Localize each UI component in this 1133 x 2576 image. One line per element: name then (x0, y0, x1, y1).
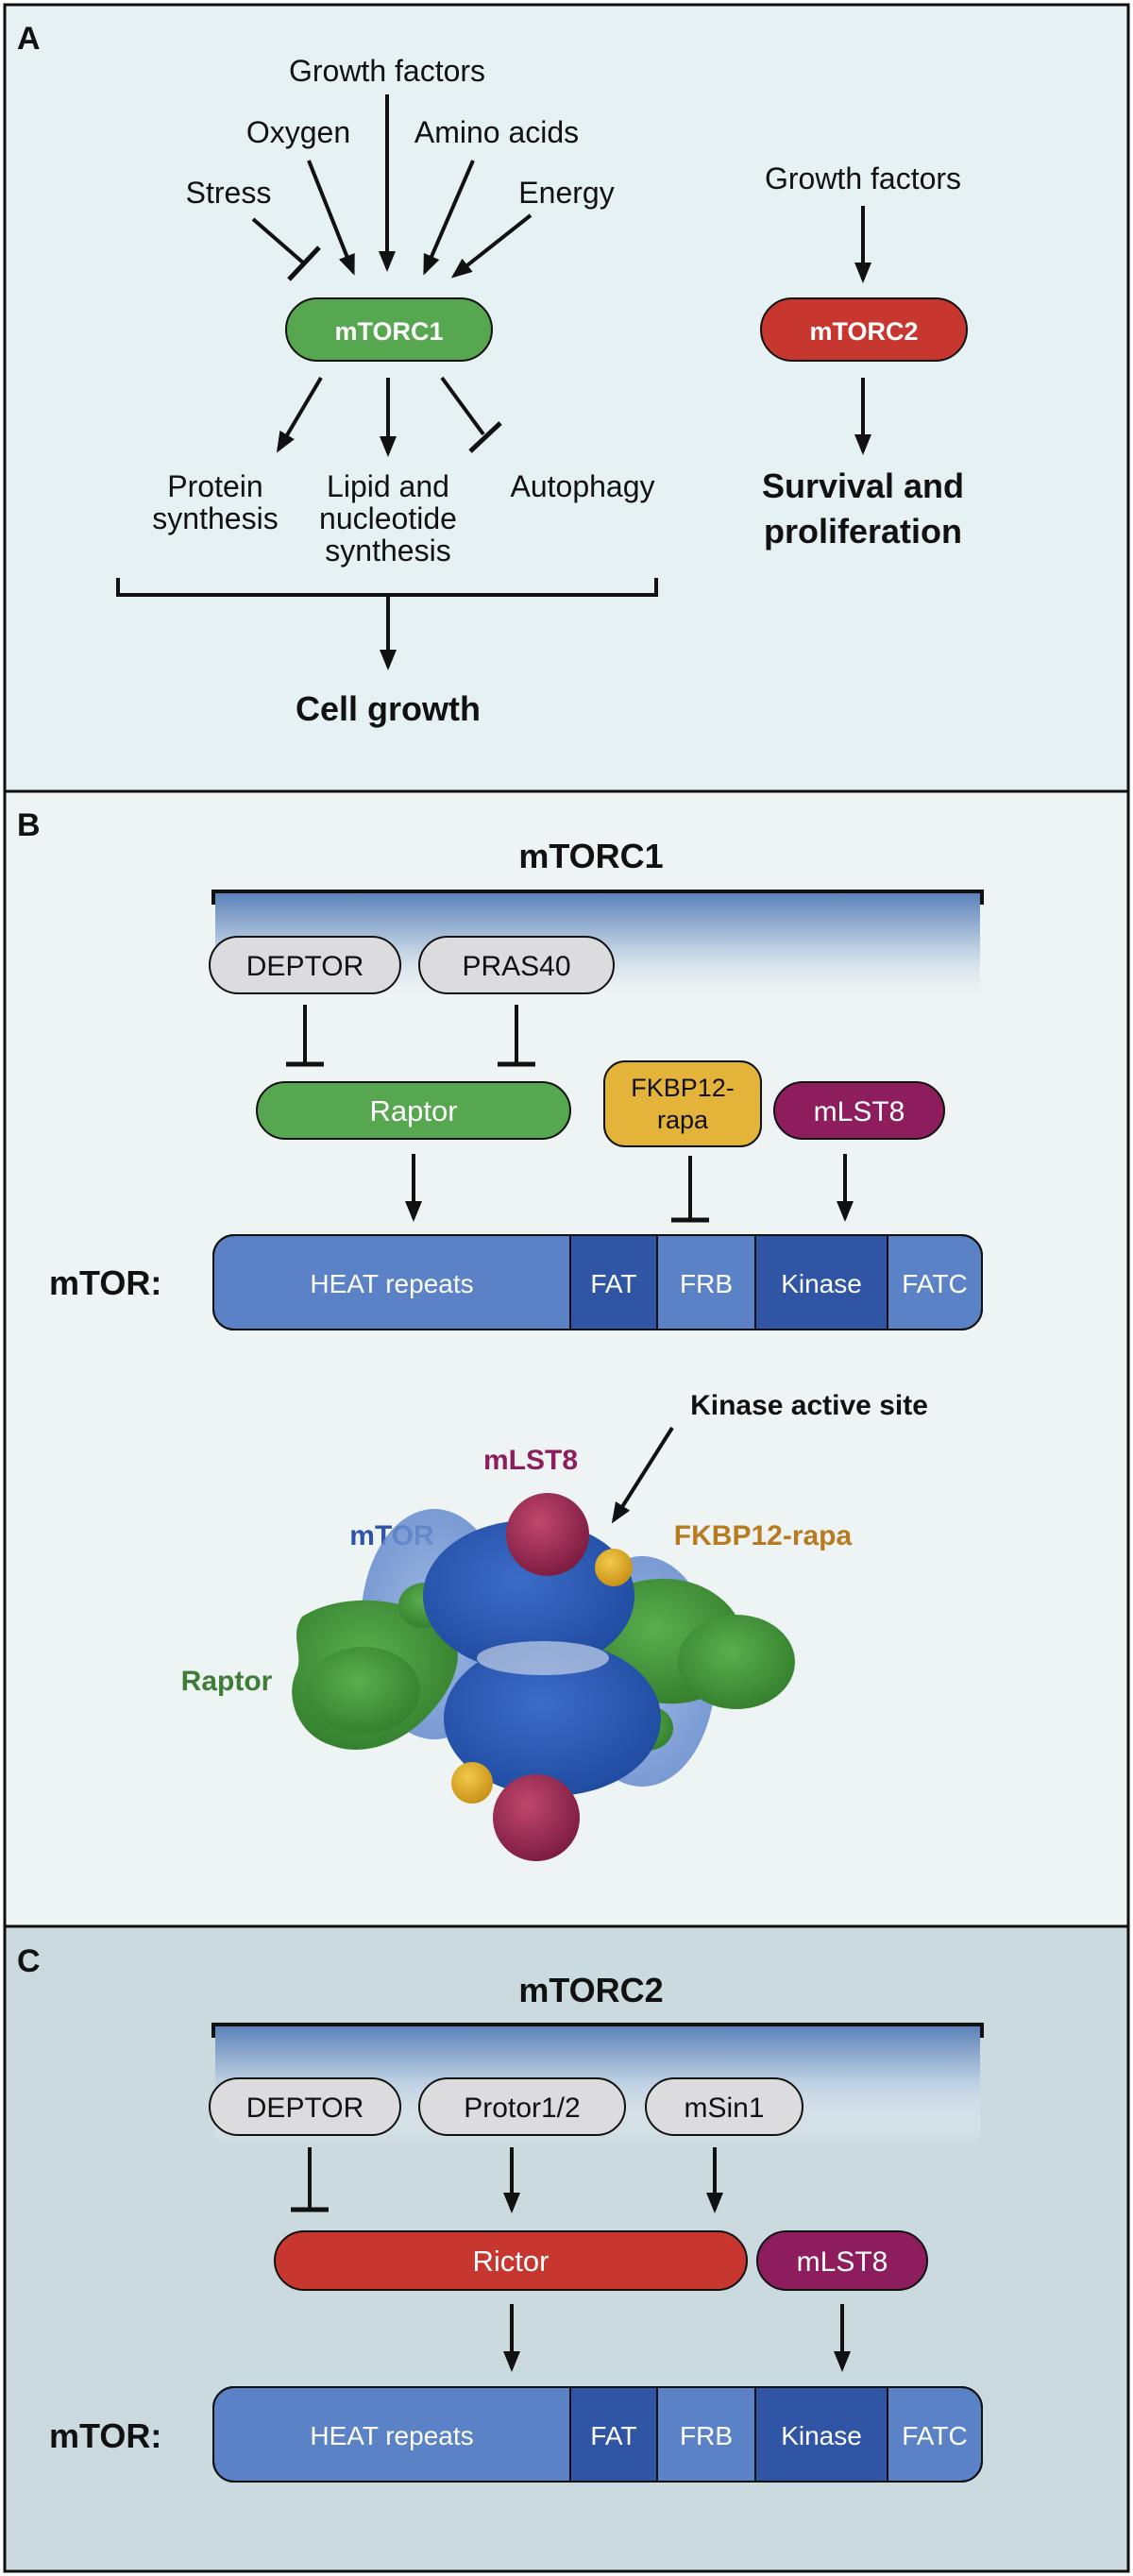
domain-c-frb: FRB (680, 2421, 733, 2450)
deptor-pill (209, 936, 401, 994)
structure-mlst8-label: mLST8 (483, 1445, 578, 1476)
domain-heat: HEAT repeats (310, 1269, 473, 1298)
arrow-amino-acids (423, 160, 475, 276)
pras40-label: PRAS40 (462, 951, 570, 982)
fkbp-label-line1: FKBP12- (631, 1074, 735, 1102)
mlst8-c-pill (756, 2230, 928, 2291)
structure-raptor-label: Raptor (181, 1666, 273, 1697)
kinase-active-site-label: Kinase active site (690, 1390, 928, 1421)
protor-pill (418, 2077, 626, 2136)
fkbp-label-line2: rapa (657, 1106, 709, 1134)
panel-c: C mTORC2 DEPTOR Protor1/2 mSin1 Rictor m… (3, 1924, 1130, 2573)
rictor-label: Rictor (473, 2245, 550, 2278)
domain-kinase-box (755, 1236, 888, 1329)
mtorc2-bracket (211, 2023, 984, 2038)
domain-c-fat-box (570, 2388, 657, 2481)
inhibit-pras40-raptor (498, 1005, 535, 1067)
domain-fat: FAT (590, 1269, 636, 1298)
mtorc1-structure-image (292, 1493, 795, 1861)
raptor-label: Raptor (369, 1094, 457, 1127)
mlst8-c-label: mLST8 (797, 2246, 888, 2278)
inhibit-stress (251, 217, 321, 281)
mtorc1-pill (285, 297, 493, 362)
input-energy: Energy (518, 176, 614, 210)
output-lipid-line2: nucleotide (319, 501, 457, 535)
domain-fatc: FATC (902, 1269, 967, 1298)
panel-a-background (3, 3, 1130, 793)
msin1-pill (645, 2077, 803, 2136)
domain-c-fat: FAT (590, 2421, 636, 2450)
inhibit-autophagy (440, 376, 502, 453)
domain-c-heat: HEAT repeats (310, 2421, 473, 2450)
deptor-c-label: DEPTOR (246, 2093, 364, 2124)
domain-c-fatc: FATC (902, 2421, 967, 2450)
mtorc2-title: mTORC2 (518, 1971, 663, 2009)
panel-b-letter: B (17, 807, 41, 843)
input-growth-factors: Growth factors (289, 54, 485, 88)
mtor-bar-label: mTOR: (49, 1263, 161, 1302)
input-stress: Stress (186, 176, 272, 210)
panel-a-letter: A (17, 21, 41, 57)
raptor-pill (256, 1081, 571, 1140)
output-autophagy: Autophagy (510, 469, 654, 503)
fkbp-box (603, 1060, 762, 1147)
mtorc2-input-growth-factors: Growth factors (765, 161, 961, 195)
mtorc2-label: mTORC2 (809, 317, 918, 346)
survival-line2: proliferation (764, 512, 962, 551)
protor-label: Protor1/2 (464, 2093, 580, 2124)
output-protein-line1: Protein (167, 469, 262, 503)
arrow-oxygen (307, 160, 355, 276)
domain-fat-box (570, 1236, 657, 1329)
arrow-kinase-active-site (611, 1426, 674, 1524)
cell-growth-label: Cell growth (296, 689, 481, 728)
mtor-domain-bar: HEAT repeats FAT FRB Kinase FATC (212, 1234, 983, 1330)
survival-line1: Survival and (762, 466, 964, 505)
inhibit-deptor-raptor (286, 1005, 324, 1067)
mtorc2-pill (760, 297, 968, 362)
inhibit-deptor-c (291, 2147, 329, 2212)
panel-c-letter: C (17, 1943, 41, 1979)
deptor-c-pill (209, 2077, 401, 2136)
mtor-c-domain-bar: HEAT repeats FAT FRB Kinase FATC (212, 2386, 983, 2483)
arrow-energy (450, 213, 533, 279)
mtor-c-bar-label: mTOR: (49, 2416, 161, 2455)
arrow-to-protein (276, 376, 323, 453)
panel-a: A Growth factors Oxygen Amino acids Stre… (3, 3, 1130, 793)
domain-frb: FRB (680, 1269, 733, 1298)
input-amino-acids: Amino acids (414, 115, 579, 149)
domain-c-kinase-box (755, 2388, 888, 2481)
panel-b: B mTORC1 DEPTOR PRAS40 Raptor FKBP12- ra… (3, 789, 1130, 1928)
pras40-pill (418, 936, 615, 994)
domain-c-kinase: Kinase (781, 2421, 862, 2450)
rictor-pill (274, 2230, 748, 2291)
mlst8-pill (773, 1081, 945, 1140)
deptor-label: DEPTOR (246, 951, 364, 982)
structure-fkbp-label: FKBP12-rapa (674, 1520, 853, 1551)
output-lipid-line1: Lipid and (327, 469, 449, 503)
inhibit-fkbp-frb (671, 1156, 709, 1223)
mlst8-label: mLST8 (814, 1096, 905, 1127)
msin1-label: mSin1 (684, 2093, 764, 2124)
domain-kinase: Kinase (781, 1269, 862, 1298)
output-protein-line2: synthesis (152, 501, 278, 535)
output-lipid-line3: synthesis (325, 534, 450, 568)
mtorc1-label: mTORC1 (334, 317, 443, 346)
input-oxygen: Oxygen (246, 115, 350, 149)
mtorc1-title: mTORC1 (518, 837, 663, 875)
mtorc1-bracket (211, 890, 984, 905)
